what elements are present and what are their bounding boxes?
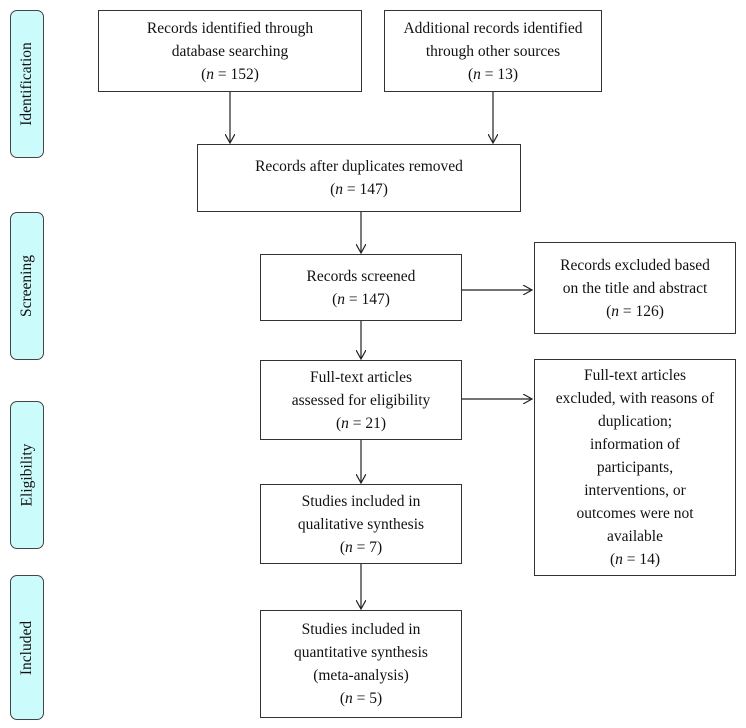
box-text: Records after duplicates removed: [255, 158, 463, 175]
box-other-sources: Additional records identified through ot…: [384, 10, 602, 92]
box-text: on the title and abstract: [562, 279, 708, 297]
box-count: (n = 147): [332, 290, 390, 308]
box-text: Studies included in: [301, 492, 421, 510]
box-full-text-assessed: Full-text articles assessed for eligibil…: [260, 360, 462, 440]
box-text: excluded, with reasons of: [555, 390, 715, 407]
box-text: Records screened: [306, 267, 416, 285]
box-count: (n = 147): [330, 181, 388, 198]
box-records-screened: Records screened (n = 147): [260, 254, 462, 321]
box-qualitative-synthesis: Studies included in qualitative synthesi…: [260, 484, 462, 564]
stage-eligibility: Eligibility: [10, 401, 44, 549]
box-text: duplication;: [597, 413, 673, 430]
box-text: qualitative synthesis: [297, 515, 425, 533]
box-count: (n = 7): [339, 538, 383, 556]
box-text: outcomes were not: [576, 505, 694, 522]
box-excluded-title-abstract: Records excluded based on the title and …: [534, 242, 736, 334]
box-text: Studies included in: [301, 621, 421, 638]
box-text: Full-text articles: [583, 367, 686, 384]
box-text: interventions, or: [584, 482, 686, 499]
box-quantitative-synthesis: Studies included in quantitative synthes…: [260, 610, 462, 718]
box-database-records: Records identified through database sear…: [98, 10, 362, 92]
box-text: assessed for eligibility: [291, 391, 431, 409]
box-excluded-full-text: Full-text articles excluded, with reason…: [534, 359, 736, 576]
box-text: participants,: [596, 459, 674, 476]
box-text: Records identified through: [146, 19, 314, 37]
box-count: (n = 14): [609, 551, 661, 568]
box-count: (n = 21): [335, 414, 387, 432]
stage-screening: Screening: [10, 212, 44, 360]
box-text: through other sources: [425, 42, 561, 60]
box-text: Additional records identified: [403, 19, 583, 37]
box-count: (n = 13): [467, 65, 519, 83]
box-text: available: [607, 528, 663, 545]
box-text: database searching: [171, 42, 289, 60]
box-text: information of: [590, 436, 680, 453]
box-text: (meta-analysis): [313, 667, 409, 684]
stage-identification: Identification: [10, 10, 44, 158]
box-text: quantitative synthesis: [294, 644, 428, 661]
box-count: (n = 5): [339, 690, 383, 707]
box-count: (n = 152): [201, 65, 259, 83]
stage-included: Included: [10, 575, 44, 720]
box-text: Full-text articles: [309, 368, 412, 386]
box-duplicates-removed: Records after duplicates removed (n = 14…: [197, 144, 521, 212]
box-count: (n = 126): [606, 302, 664, 320]
box-text: Records excluded based: [560, 256, 710, 274]
